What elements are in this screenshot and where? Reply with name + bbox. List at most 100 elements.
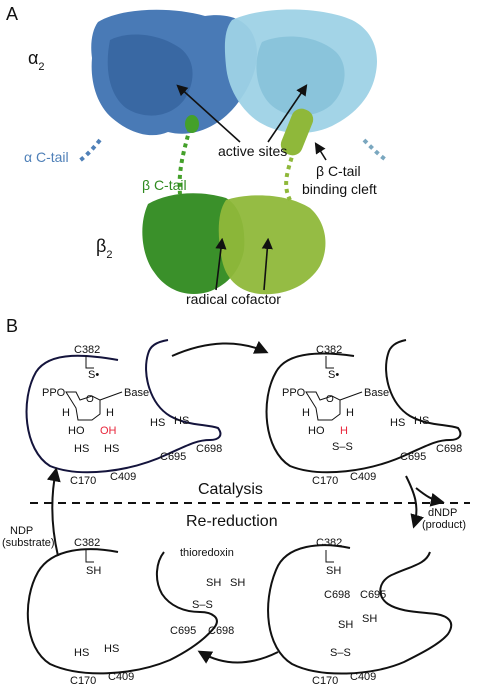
catalysis-label: Catalysis — [198, 481, 263, 498]
arrow-s1-to-s2 — [171, 340, 269, 357]
s4-hs1: HS — [74, 647, 89, 659]
s2-c409: C409 — [350, 471, 376, 483]
s3-c382-label: C382 — [316, 537, 342, 549]
alpha2-structure — [91, 9, 377, 136]
s2-c382-label: C382 — [316, 344, 342, 356]
s1-c698: C698 — [196, 443, 222, 455]
binding-cleft-label-2: binding cleft — [302, 181, 377, 197]
s3-c409: C409 — [350, 671, 376, 683]
state-1-outline — [25, 339, 222, 474]
s1-c409: C409 — [110, 471, 136, 483]
s4-c382-label: C382 — [74, 537, 100, 549]
rereduction-label: Re-reduction — [186, 513, 278, 530]
alpha-c-tail-label: α C-tail — [24, 149, 69, 165]
alpha2-label: α2 — [28, 48, 45, 73]
state-4-outline — [26, 548, 218, 675]
s4-c695: C695 — [170, 625, 196, 637]
state-3: C382 SH C698 C695 SH SH S–S C170 C409 — [267, 537, 453, 685]
s2-ring-o: O — [326, 394, 334, 405]
s1-ho: HO — [68, 425, 85, 437]
s1-ring-o: O — [86, 394, 94, 405]
s4-c170: C170 — [70, 675, 96, 685]
beta-subunit-right — [218, 195, 326, 295]
s2-h-left: H — [302, 407, 310, 419]
s2-ho: HO — [308, 425, 325, 437]
state-1: C382 S• PPO O Base H H HO OH HS HS C695 … — [25, 339, 222, 487]
panel-a-letter: A — [6, 4, 18, 24]
binding-cleft-label-1: β C-tail — [316, 163, 361, 179]
s1-hs1: HS — [150, 417, 165, 429]
thioredoxin-label: thioredoxin — [180, 547, 234, 559]
beta-c-tail-blob — [185, 115, 199, 133]
radical-cofactor-arrow-right — [261, 237, 273, 291]
alpha-subunit-left-shade — [107, 34, 193, 116]
state-2: C382 S• PPO O Base H H HO H HS HS C695 C… — [265, 339, 462, 487]
s3-sh1: SH — [338, 619, 353, 631]
s1-s-radical: S• — [88, 369, 99, 381]
beta-c-tail-left — [177, 127, 192, 195]
s3-c698: C698 — [324, 589, 350, 601]
s4-trx-sh1: SH — [206, 577, 221, 589]
s2-c695: C695 — [400, 451, 426, 463]
ndp-label: NDP — [10, 525, 33, 537]
s2-base: Base — [364, 387, 389, 399]
s1-hs2: HS — [174, 415, 189, 427]
dndp-label: dNDP — [428, 507, 457, 519]
radical-cofactor-arrow-left — [215, 237, 227, 291]
binding-cleft-arrow — [314, 142, 327, 161]
arrow-s4-to-s1 — [46, 467, 61, 557]
beta2-structure — [142, 193, 326, 295]
active-site-arrow-right — [267, 84, 308, 143]
beta2-label: β2 — [96, 236, 112, 261]
s1-oh-red: OH — [100, 425, 117, 437]
s1-h-left: H — [62, 407, 70, 419]
radical-cofactor-label: radical cofactor — [186, 291, 281, 307]
alpha-c-tail-left — [76, 138, 102, 164]
beta-c-tail-binding-cleft-helix — [280, 108, 314, 156]
s1-c382-label: C382 — [74, 344, 100, 356]
s2-h-right: H — [346, 407, 354, 419]
s3-c170: C170 — [312, 675, 338, 685]
s4-trx-sh2: SH — [230, 577, 245, 589]
s3-sh: SH — [326, 565, 341, 577]
state-2-outline — [265, 339, 462, 474]
ndp-substrate-label: (substrate) — [2, 537, 55, 549]
s4-c698: C698 — [208, 625, 234, 637]
s2-c170: C170 — [312, 475, 338, 487]
arrow-s3-to-s4 — [197, 650, 279, 664]
arrow-s2-to-s3 — [405, 475, 424, 529]
s1-ppo: PPO — [42, 387, 66, 399]
s3-c695: C695 — [360, 589, 386, 601]
s4-hs2: HS — [104, 643, 119, 655]
s2-s-radical: S• — [328, 369, 339, 381]
s1-c695: C695 — [160, 451, 186, 463]
alpha-subunit-right-shade — [256, 36, 345, 116]
s4-disulfide: S–S — [192, 599, 213, 611]
s1-hs3: HS — [74, 443, 89, 455]
state-4: C382 SH thioredoxin SH SH S–S C695 C698 … — [26, 537, 245, 685]
s4-c409: C409 — [108, 671, 134, 683]
s2-hs2: HS — [414, 415, 429, 427]
active-sites-label: active sites — [218, 143, 287, 159]
s2-c698: C698 — [436, 443, 462, 455]
s3-disulfide: S–S — [330, 647, 351, 659]
s4-sh: SH — [86, 565, 101, 577]
s1-c170: C170 — [70, 475, 96, 487]
panel-b-letter: B — [6, 316, 18, 336]
s3-sh2: SH — [362, 613, 377, 625]
s2-disulfide: S–S — [332, 441, 353, 453]
s1-base: Base — [124, 387, 149, 399]
dndp-product-label: (product) — [422, 519, 466, 531]
s1-h-right: H — [106, 407, 114, 419]
active-site-arrow-left — [176, 84, 241, 143]
alpha-c-tail-right — [362, 138, 388, 162]
s2-ppo: PPO — [282, 387, 306, 399]
state-3-outline — [267, 544, 453, 675]
beta-c-tail-label: β C-tail — [142, 177, 187, 193]
s2-hs1: HS — [390, 417, 405, 429]
s1-hs4: HS — [104, 443, 119, 455]
s2-h-red: H — [340, 425, 348, 437]
beta-c-tail-right — [284, 149, 296, 201]
dndp-release-arrow — [415, 487, 445, 507]
